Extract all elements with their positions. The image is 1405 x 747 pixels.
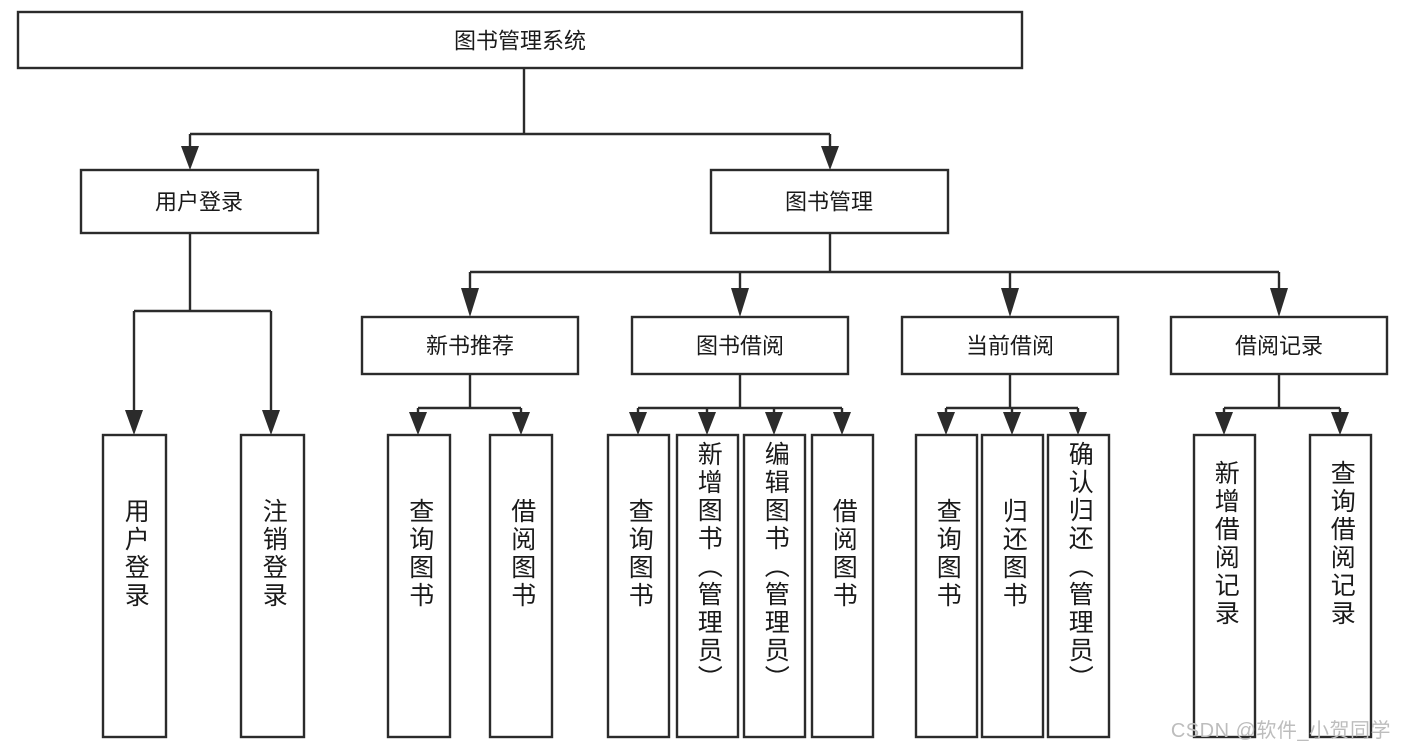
node-book-manage[interactable]: 图书管理 [709,168,950,235]
leaf-box-query-borrow-record[interactable] [1308,433,1373,739]
connector-group-root [181,68,839,170]
leaf-box-add-borrow-record[interactable] [1192,433,1257,739]
arrowhead-book-borrow [731,288,749,317]
leaf-box-edit-book-admin[interactable] [742,433,807,739]
arrowhead-leaf-return-book [1003,412,1021,435]
arrowhead-leaf-query-book-2 [629,412,647,435]
leaf-box-borrow-book-2[interactable] [810,433,875,739]
connector-group-book-manage [461,233,1288,317]
arrowhead-leaf-logout-login [262,410,280,435]
connector-group-current-borrow [937,374,1087,435]
leaf-box-query-book-3[interactable] [914,433,979,739]
connector-group-user-login [125,233,280,435]
arrowhead-leaf-borrow-book-1 [512,412,530,435]
node-borrow-record-label: 借阅记录 [1235,334,1323,359]
leaf-box-query-book-1[interactable] [386,433,452,739]
connector-group-borrow-record [1215,374,1349,435]
node-borrow-record[interactable]: 借阅记录 [1169,315,1389,376]
node-current-borrow[interactable]: 当前借阅 [900,315,1120,376]
node-new-book-recommend-label: 新书推荐 [426,334,514,359]
arrowhead-leaf-add-borrow-record [1215,412,1233,435]
node-new-book-recommend[interactable]: 新书推荐 [360,315,580,376]
arrowhead-leaf-user-login [125,410,143,435]
arrowhead-user-login [181,146,199,170]
connector-group-book-borrow [629,374,851,435]
node-book-borrow-box[interactable] [630,315,850,376]
node-user-login-label: 用户登录 [155,190,243,215]
arrowhead-leaf-query-book-3 [937,412,955,435]
arrowhead-borrow-record [1270,288,1288,317]
leaf-box-group [101,433,1373,739]
node-root-label: 图书管理系统 [454,29,586,54]
arrowhead-leaf-borrow-book-2 [833,412,851,435]
arrowhead-new-book-recommend [461,288,479,317]
leaf-box-confirm-return-admin[interactable] [1046,433,1111,739]
leaf-box-query-book-2[interactable] [606,433,671,739]
watermark-text: CSDN @软件_小贺同学 [1170,720,1391,742]
node-book-borrow[interactable]: 图书借阅 [630,315,850,376]
arrowhead-book-manage [821,146,839,170]
node-user-login[interactable]: 用户登录 [79,168,320,235]
node-borrow-record-box[interactable] [1169,315,1389,376]
arrowhead-leaf-query-book-1 [409,412,427,435]
node-current-borrow-label: 当前借阅 [966,334,1054,359]
node-user-login-box[interactable] [79,168,320,235]
node-new-book-recommend-box[interactable] [360,315,580,376]
connector-group-new-book-recommend [409,374,530,435]
leaf-box-borrow-book-1[interactable] [488,433,554,739]
leaf-box-add-book-admin[interactable] [675,433,740,739]
arrowhead-current-borrow [1001,288,1019,317]
leaf-box-logout-login[interactable] [239,433,306,739]
node-book-manage-box[interactable] [709,168,950,235]
arrowhead-leaf-query-borrow-record [1331,412,1349,435]
leaf-box-return-book[interactable] [980,433,1045,739]
arrowhead-leaf-add-book-admin [698,412,716,435]
node-book-manage-label: 图书管理 [785,190,873,215]
node-root[interactable]: 图书管理系统 [16,10,1024,70]
node-current-borrow-box[interactable] [900,315,1120,376]
node-root-box[interactable] [16,10,1024,70]
node-book-borrow-label: 图书借阅 [696,334,784,359]
arrowhead-leaf-confirm-return-admin [1069,412,1087,435]
arrowhead-leaf-edit-book-admin [765,412,783,435]
leaf-box-user-login[interactable] [101,433,168,739]
